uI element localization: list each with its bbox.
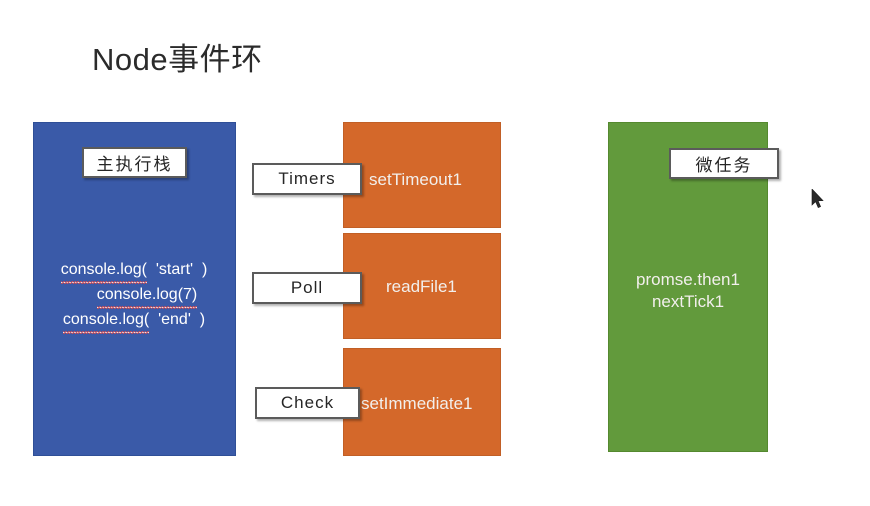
code-line-2-arg: 'end' — [149, 311, 200, 328]
microtask-queue-label-text: 微任务 — [695, 156, 753, 175]
code-line-0-arg: 'start' — [146, 261, 202, 278]
microtask-task-0: promse.then1 — [636, 270, 740, 289]
phase-block-check — [343, 348, 501, 456]
phase-task-poll: readFile1 — [386, 277, 457, 296]
phase-label-timers-text: Timers — [278, 169, 336, 188]
phase-label-poll-text: Poll — [290, 278, 324, 297]
phase-label-check-text: Check — [280, 393, 335, 412]
phase-label-poll: Poll — [252, 272, 362, 304]
microtask-queue-label: 微任务 — [669, 148, 779, 179]
code-line-0-suffix: ) — [201, 261, 208, 278]
phase-label-timers: Timers — [252, 163, 362, 195]
code-line-2-prefix: console.log( — [62, 308, 150, 334]
page-title: Node事件环 — [92, 42, 263, 77]
microtask-task-1: nextTick1 — [651, 292, 725, 311]
code-line: console.log(7) — [33, 283, 235, 309]
code-line-0-prefix: console.log( — [60, 258, 148, 284]
code-line-2-suffix: ) — [199, 311, 206, 328]
phase-task-check: setImmediate1 — [361, 394, 473, 413]
code-line: console.log( 'end' ) — [33, 308, 235, 334]
phase-task-timers: setTimeout1 — [369, 170, 462, 189]
code-line: console.log( 'start' ) — [33, 258, 235, 284]
call-stack-label-text: 主执行栈 — [96, 155, 173, 174]
code-line-1-prefix: console.log(7) — [96, 283, 198, 309]
call-stack-code: console.log( 'start' ) console.log(7) co… — [33, 258, 235, 334]
phase-label-check: Check — [255, 387, 360, 419]
mouse-cursor-icon — [811, 189, 824, 208]
phase-block-poll — [343, 233, 501, 339]
phase-block-timers — [343, 122, 501, 228]
call-stack-label: 主执行栈 — [82, 147, 187, 178]
